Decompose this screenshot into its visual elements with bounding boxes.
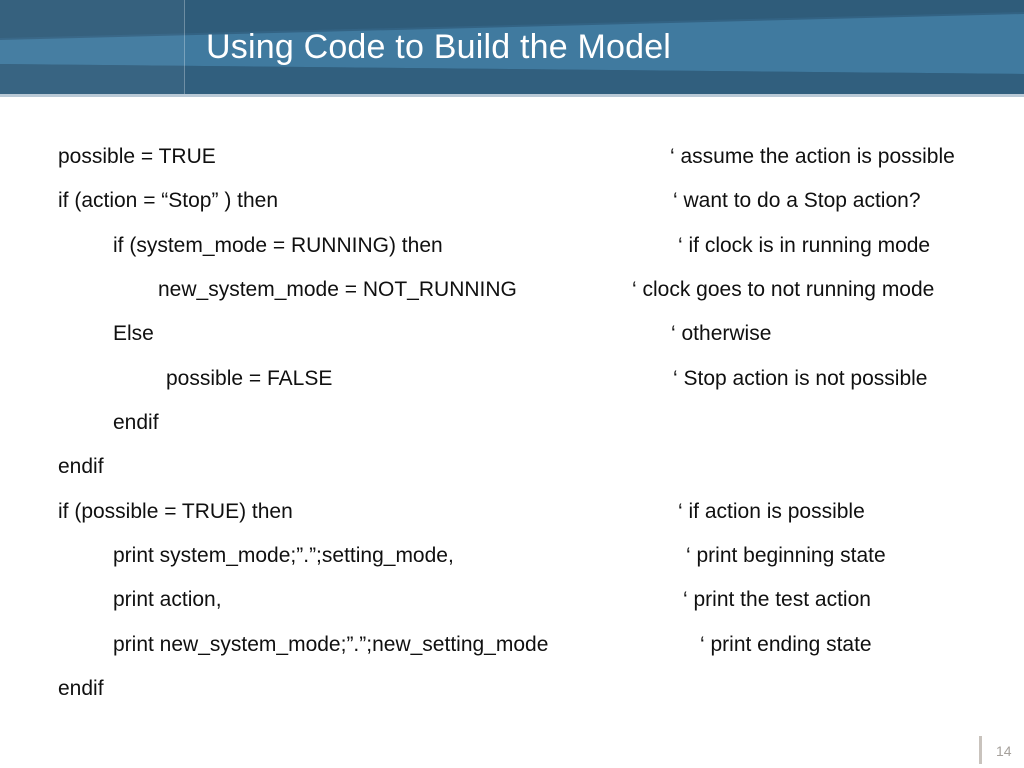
code-statement: endif	[58, 455, 104, 478]
code-comment: ‘ Stop action is not possible	[673, 367, 928, 390]
code-row: print new_system_mode;”.”;new_setting_mo…	[0, 630, 1024, 675]
code-row: endif	[0, 452, 1024, 497]
code-comment: ‘ print the test action	[683, 588, 871, 611]
header-underline	[0, 94, 1024, 97]
code-comment: ‘ clock goes to not running mode	[632, 278, 935, 301]
code-statement: endif	[58, 677, 104, 700]
code-statement: if (action = “Stop” ) then	[58, 189, 279, 212]
code-comment: ‘ if clock is in running mode	[678, 234, 931, 257]
code-statement: Else	[113, 322, 154, 345]
code-row: print system_mode;”.”;setting_mode, ‘ pri…	[0, 541, 1024, 586]
code-row: print action, ‘ print the test action	[0, 585, 1024, 630]
code-row: Else ‘ otherwise	[0, 319, 1024, 364]
code-statement: if (system_mode = RUNNING) then	[113, 234, 443, 257]
code-row: if (system_mode = RUNNING) then ‘ if cloc…	[0, 231, 1024, 276]
code-comment: ‘ print ending state	[700, 633, 872, 656]
code-statement: endif	[113, 411, 159, 434]
code-row: possible = TRUE ‘ assume the action is po…	[0, 142, 1024, 187]
code-row: endif	[0, 674, 1024, 719]
code-statement: print action,	[113, 588, 222, 611]
slide-header-banner: Using Code to Build the Model	[0, 0, 1024, 94]
code-statement: possible = TRUE	[58, 145, 216, 168]
code-row: new_system_mode = NOT_RUNNING ‘ clock goe…	[0, 275, 1024, 320]
code-comment: ‘ assume the action is possible	[670, 145, 955, 168]
code-statement: if (possible = TRUE) then	[58, 500, 293, 523]
footer-divider	[979, 736, 982, 764]
code-statement: print system_mode;”.”;setting_mode,	[113, 544, 454, 567]
header-vertical-divider	[184, 0, 185, 94]
page-number: 14	[996, 743, 1012, 759]
code-statement: possible = FALSE	[166, 367, 333, 390]
code-comment: ‘ want to do a Stop action?	[673, 189, 921, 212]
code-comment: ‘ otherwise	[671, 322, 772, 345]
code-row: possible = FALSE ‘ Stop action is not pos…	[0, 364, 1024, 409]
code-listing: possible = TRUE ‘ assume the action is po…	[0, 94, 1024, 704]
page-title: Using Code to Build the Model	[206, 28, 672, 66]
code-statement: new_system_mode = NOT_RUNNING	[158, 278, 517, 301]
code-comment: ‘ if action is possible	[678, 500, 865, 523]
code-row: if (action = “Stop” ) then ‘ want to do a…	[0, 186, 1024, 231]
code-row: if (possible = TRUE) then ‘ if action is …	[0, 497, 1024, 542]
code-comment: ‘ print beginning state	[686, 544, 886, 567]
code-row: endif	[0, 408, 1024, 453]
code-statement: print new_system_mode;”.”;new_setting_mo…	[113, 633, 549, 656]
